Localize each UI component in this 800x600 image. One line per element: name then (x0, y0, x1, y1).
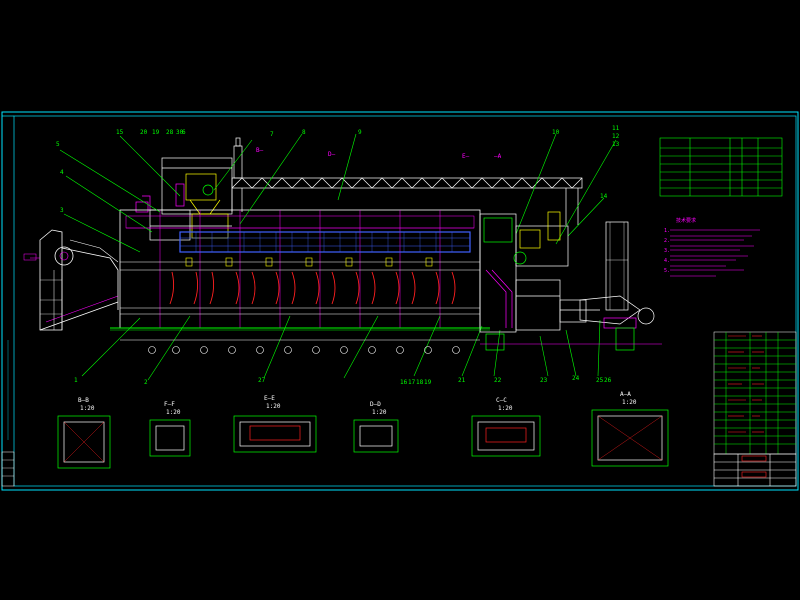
view-mark: E— (462, 153, 470, 160)
technical-notes: 技术要求 1. 2. 3. 4. 5. (664, 217, 696, 274)
balloon: 5 (56, 141, 60, 148)
section-e (233, 415, 317, 453)
balloon: 30 (176, 129, 184, 136)
balloon: 28 (166, 129, 174, 136)
section-c (471, 415, 541, 457)
chimney (605, 221, 629, 311)
parts-table-top (659, 137, 783, 197)
section-title: A—A (620, 391, 631, 398)
notes-title: 技术要求 (676, 217, 696, 224)
section-title: C—C (496, 397, 507, 404)
balloon: 21 (458, 377, 466, 384)
note-line: 2. (664, 238, 670, 244)
section-b (57, 415, 111, 469)
view-mark: D— (328, 151, 336, 158)
view-mark: —A (494, 153, 502, 160)
balloon: 16 (400, 379, 408, 386)
balloon: 12 (612, 133, 620, 140)
left-margin-strip (1, 451, 15, 487)
section-scale: 1:20 (622, 399, 637, 406)
feed-tower (135, 137, 243, 241)
discharge-end (479, 211, 662, 351)
bom-fill (728, 335, 764, 433)
axis-grid (120, 339, 480, 354)
top-balloon-labels: 5 4 3 15 20 19 28 30 6 7 8 9 10 11 12 13… (56, 125, 620, 214)
inner-border (13, 115, 797, 487)
section-scale: 1:20 (80, 405, 95, 412)
overhead-truss (231, 177, 583, 225)
section-d (353, 419, 399, 453)
balloon: 11 (612, 125, 620, 132)
section-scale: 1:20 (372, 409, 387, 416)
title-block (713, 453, 797, 487)
note-line: 5. (664, 268, 670, 274)
balloon: 14 (600, 193, 608, 200)
balloon: 23 (540, 377, 548, 384)
section-scale: 1:20 (266, 403, 281, 410)
section-title: F—F (164, 401, 175, 408)
balloon: 18 (416, 379, 424, 386)
note-line: 4. (664, 258, 670, 264)
section-scale: 1:20 (498, 405, 513, 412)
balloon: 10 (552, 129, 560, 136)
balloon: 26 (604, 377, 612, 384)
balloon: 1 (74, 377, 78, 384)
balloon: 19 (424, 379, 432, 386)
drive-pulley (54, 246, 74, 266)
balloon: 9 (358, 129, 362, 136)
bom-table (713, 331, 797, 455)
balloon: 8 (302, 129, 306, 136)
balloon: 20 (140, 129, 148, 136)
section-views: B—B 1:20 F—F 1:20 E—E 1:20 D—D 1:20 C—C … (57, 391, 669, 469)
section-title: D—D (370, 401, 381, 408)
view-mark: B— (256, 147, 264, 154)
note-line: 3. (664, 248, 670, 254)
note-line: 1. (664, 228, 670, 234)
section-f (149, 419, 191, 457)
balloon: 27 (258, 377, 266, 384)
balloon: 3 (60, 207, 64, 214)
balloon: 24 (572, 375, 580, 382)
balloon: 22 (494, 377, 502, 384)
blue-belt (179, 231, 471, 253)
balloon: 17 (408, 379, 416, 386)
balloon: 25 (596, 377, 604, 384)
section-title: E—E (264, 395, 275, 402)
balloon: 7 (270, 131, 274, 138)
section-title: B—B (78, 397, 89, 404)
section-a (591, 409, 669, 467)
balloon: 4 (60, 169, 64, 176)
notes-lines (670, 229, 760, 277)
balloon: 19 (152, 129, 160, 136)
outer-border (1, 111, 799, 491)
balloon: 2 (144, 379, 148, 386)
dryer-body (59, 133, 617, 381)
balloon: 6 (182, 129, 186, 136)
balloon: 13 (612, 141, 620, 148)
feed-conveyor (23, 229, 119, 331)
section-scale: 1:20 (166, 409, 181, 416)
bottom-balloon-labels: 1 2 27 16 17 18 19 21 22 23 24 25 26 (74, 375, 612, 386)
main-elevation: 5 4 3 15 20 19 28 30 6 7 8 9 10 11 12 13… (23, 125, 662, 386)
balloon: 15 (116, 129, 124, 136)
